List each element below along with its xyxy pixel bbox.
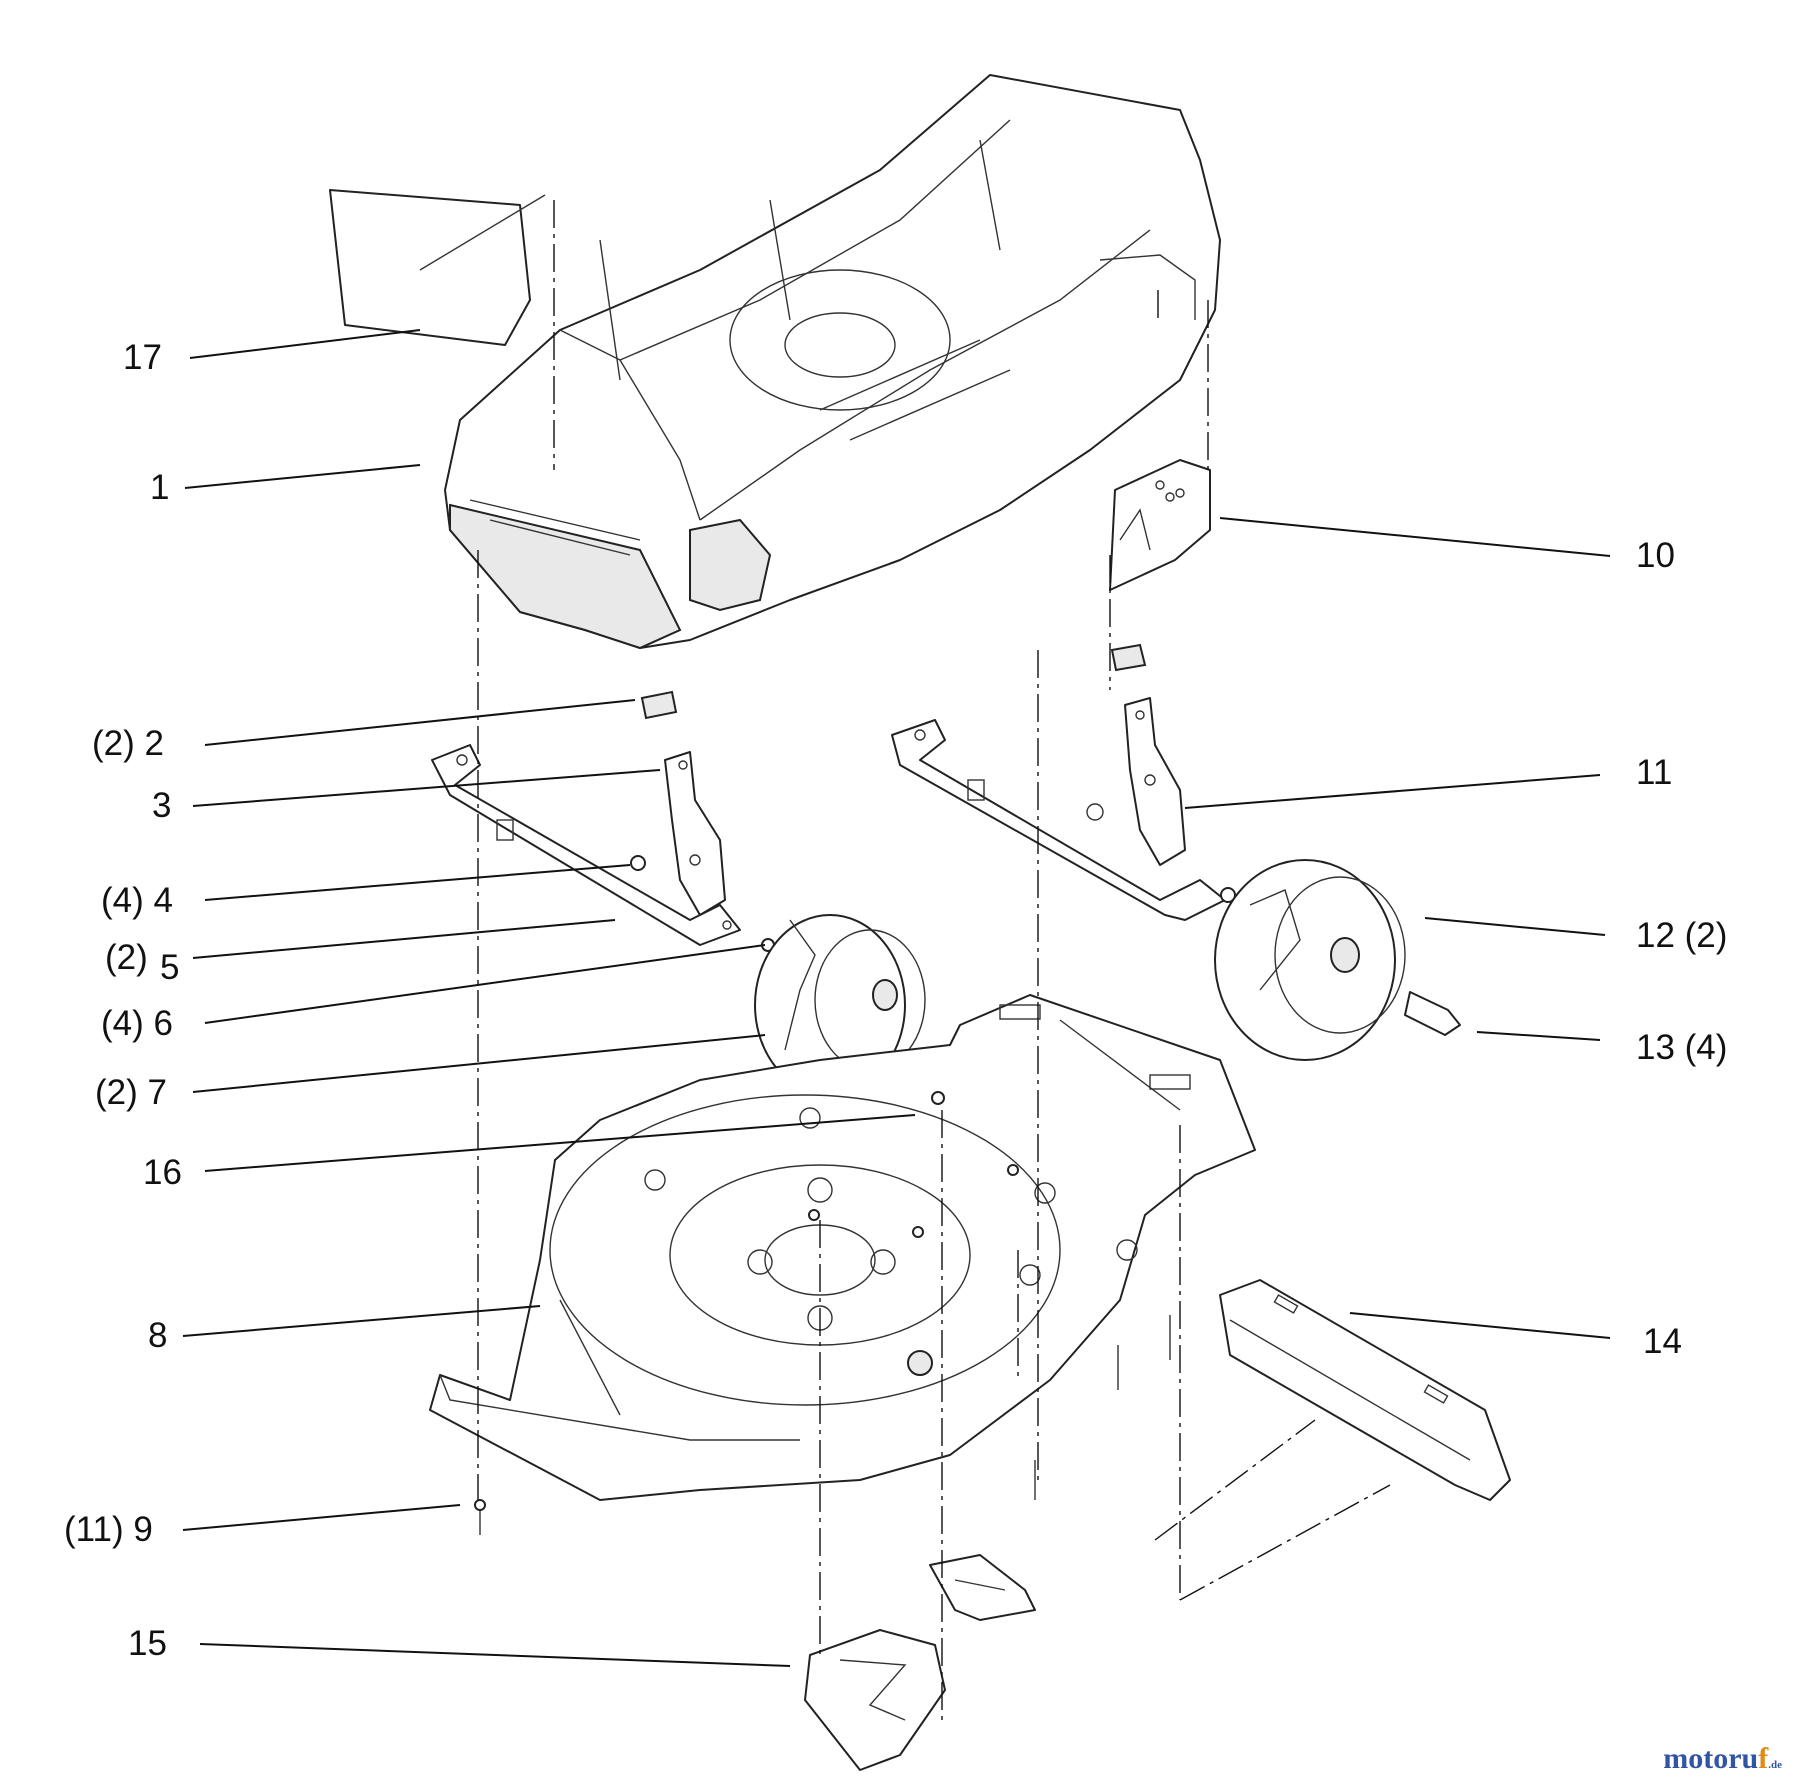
callout-8: 8 xyxy=(148,1316,168,1355)
watermark-text-2: f xyxy=(1758,1742,1769,1775)
watermark: motoruf.de xyxy=(1663,1742,1782,1776)
watermark-text-1: motoru xyxy=(1663,1742,1759,1775)
callout-3: 3 xyxy=(152,786,172,825)
alignment-lines xyxy=(477,200,1391,1720)
callout-6: (4) 6 xyxy=(101,1004,173,1043)
callout-1: 1 xyxy=(150,468,170,507)
part-12-right-wheel xyxy=(1214,859,1461,1061)
callout-17: 17 xyxy=(123,338,162,377)
callout-2: (2) 2 xyxy=(92,724,164,763)
part-8-deck xyxy=(429,994,1256,1501)
callout-10: 10 xyxy=(1636,536,1675,575)
callout-5: 5 xyxy=(160,948,180,987)
part-17-decal xyxy=(329,189,546,346)
part-10-height-plate xyxy=(1109,459,1211,591)
left-height-adjuster xyxy=(640,690,726,916)
callout-11: 11 xyxy=(1636,753,1673,792)
screws xyxy=(474,1091,1171,1535)
part-11-right-axle xyxy=(891,719,1236,921)
callout-5-qty: (2) xyxy=(105,938,148,977)
callout-12: 12 (2) xyxy=(1636,916,1728,955)
part-14-rear-rail xyxy=(1219,1279,1511,1501)
leader-lines xyxy=(182,329,1611,1667)
watermark-text-3: .de xyxy=(1768,1759,1782,1771)
callout-15: 15 xyxy=(128,1624,167,1663)
part-1-housing xyxy=(444,74,1221,650)
callout-4: (4) 4 xyxy=(101,881,173,920)
callout-13: 13 (4) xyxy=(1636,1028,1728,1067)
callout-14: 14 xyxy=(1643,1322,1682,1361)
callout-7: (2) 7 xyxy=(95,1073,167,1112)
callout-9: (11) 9 xyxy=(64,1510,153,1549)
callout-16: 16 xyxy=(143,1153,182,1192)
part-15-deflectors xyxy=(804,1554,1036,1771)
right-height-adjuster xyxy=(1110,643,1186,866)
